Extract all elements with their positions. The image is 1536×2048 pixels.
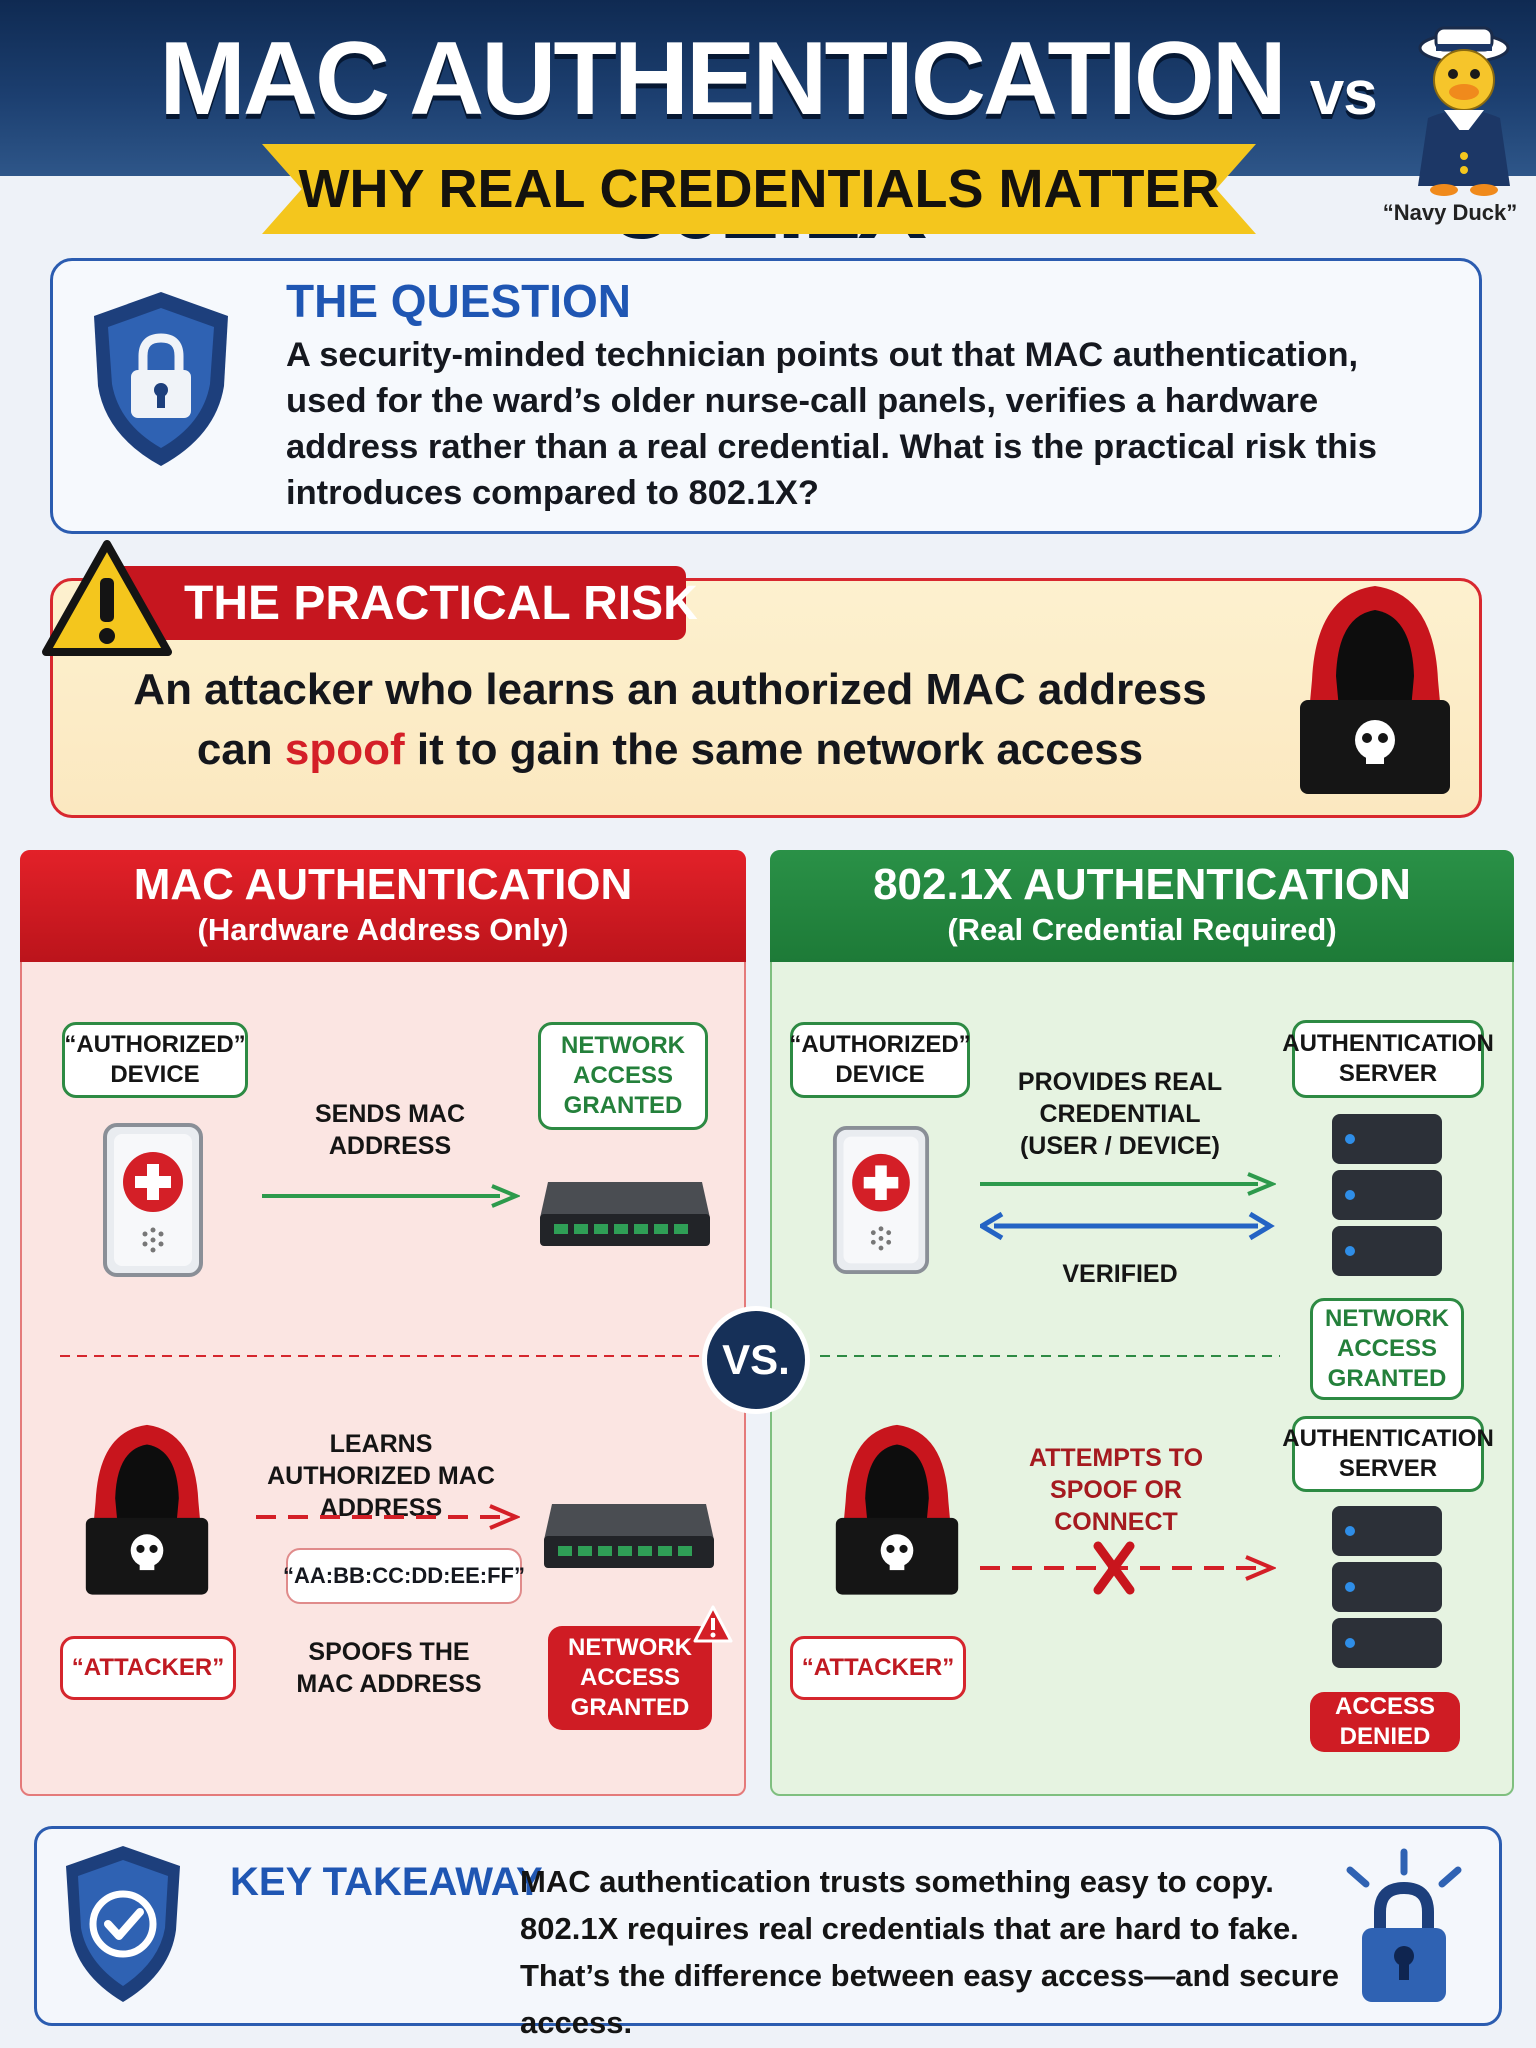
risk-line-2-start: can xyxy=(196,725,273,774)
mac-network-access-granted-badge: NETWORK ACCESS GRANTED xyxy=(538,1022,708,1130)
auth-server-label-top: AUTHENTICATION SERVER xyxy=(1282,1020,1494,1098)
mac-panel-title: MAC AUTHENTICATION xyxy=(133,860,633,909)
verified-label: VERIFIED xyxy=(1062,1260,1178,1288)
nurse-call-panel-icon xyxy=(103,1123,203,1277)
sends-mac-label: SENDS MAC ADDRESS xyxy=(314,1100,465,1160)
dot1x-network-access-granted-badge: NETWORK ACCESS GRANTED xyxy=(1310,1298,1464,1400)
server-icon xyxy=(1332,1114,1442,1276)
risk-title: THE PRACTICAL RISK xyxy=(184,577,698,630)
takeaway-line-2: 802.1X requires real credentials that ar… xyxy=(520,1911,1299,1946)
title-vs: vs xyxy=(1309,59,1378,128)
sends-mac-arrow xyxy=(262,1184,520,1208)
deny-x-icon xyxy=(1093,1541,1135,1595)
server-icon xyxy=(1332,1506,1442,1668)
mac-panel-subtitle: (Hardware Address Only) xyxy=(197,912,569,947)
shield-lock-icon xyxy=(94,292,228,466)
alert-triangle-icon xyxy=(693,1605,733,1643)
padlock-icon xyxy=(1346,1848,1462,2002)
risk-line-1: An attacker who learns an authorized MAC… xyxy=(133,665,1207,714)
subtitle: WHY REAL CREDENTIALS MATTER xyxy=(298,159,1220,219)
question-card xyxy=(50,258,1482,534)
shield-check-icon xyxy=(66,1846,180,2002)
mac-authorized-device-label: “AUTHORIZED” DEVICE xyxy=(62,1022,248,1098)
question-title: THE QUESTION xyxy=(286,275,632,327)
panel-divider-line xyxy=(60,1355,1280,1357)
access-denied-badge: ACCESS DENIED xyxy=(1310,1692,1460,1752)
risk-statement: An attacker who learns an authorized MAC… xyxy=(100,660,1240,780)
dot1x-panel-title: 802.1X AUTHENTICATION xyxy=(873,860,1411,909)
warning-icon xyxy=(42,540,172,656)
question-text: A security-minded technician points out … xyxy=(286,336,1377,512)
risk-line-2: can spoof it to gain the same network ac… xyxy=(100,720,1240,780)
attempts-spoof-label: ATTEMPTS TO SPOOF OR CONNECT xyxy=(1028,1444,1204,1536)
dot1x-panel-subtitle: (Real Credential Required) xyxy=(947,912,1337,947)
hacker-icon xyxy=(1300,586,1450,794)
key-takeaway-text: MAC authentication trusts something easy… xyxy=(520,1858,1380,2046)
provides-credential-label: PROVIDES REAL CREDENTIAL (USER / DEVICE) xyxy=(1017,1068,1223,1160)
subtitle-ribbon xyxy=(262,144,1256,234)
blocked-attempt-arrow xyxy=(980,1541,1276,1595)
risk-highlight-spoof: spoof xyxy=(284,725,405,774)
dot1x-authorized-device-label: “AUTHORIZED” DEVICE xyxy=(789,1022,971,1098)
dot1x-attacker-hacker-icon xyxy=(835,1424,959,1595)
key-takeaway-card xyxy=(34,1826,1502,2026)
mac-auth-panel-header xyxy=(20,850,746,962)
mascot-caption: “Navy Duck” xyxy=(1382,200,1518,225)
key-takeaway-title: KEY TAKEAWAY xyxy=(230,1860,543,1904)
dot1x-auth-panel-header xyxy=(770,850,1514,962)
credential-exchange-arrows xyxy=(980,1172,1276,1241)
network-switch-icon xyxy=(540,1182,710,1246)
duck-mascot-icon xyxy=(1418,26,1510,196)
spoofed-mac-address-value: “AA:BB:CC:DD:EE:FF” xyxy=(283,1548,525,1604)
mac-attacker-hacker-icon xyxy=(85,1424,209,1595)
title-part-mac: MAC AUTHENTICATION xyxy=(159,21,1287,137)
risk-title-tab xyxy=(110,566,686,640)
mac-attacker-access-granted-badge: NETWORK ACCESS GRANTED xyxy=(548,1626,712,1730)
network-switch-icon xyxy=(544,1504,714,1568)
takeaway-line-1: MAC authentication trusts something easy… xyxy=(520,1864,1274,1899)
learns-mac-dashed-arrow xyxy=(256,1504,520,1530)
nurse-call-panel-icon xyxy=(832,1126,930,1274)
dot1x-attacker-label: “ATTACKER” xyxy=(790,1636,966,1700)
takeaway-line-3: That’s the difference between easy acces… xyxy=(520,1958,1339,2040)
auth-server-label-bottom: AUTHENTICATION SERVER xyxy=(1282,1416,1494,1492)
mac-attacker-label: “ATTACKER” xyxy=(60,1636,236,1700)
spoofs-mac-label: SPOOFS THE MAC ADDRESS xyxy=(296,1638,482,1698)
vs-badge: VS. xyxy=(702,1306,810,1414)
risk-line-2-end: it to gain the same network access xyxy=(416,725,1144,774)
